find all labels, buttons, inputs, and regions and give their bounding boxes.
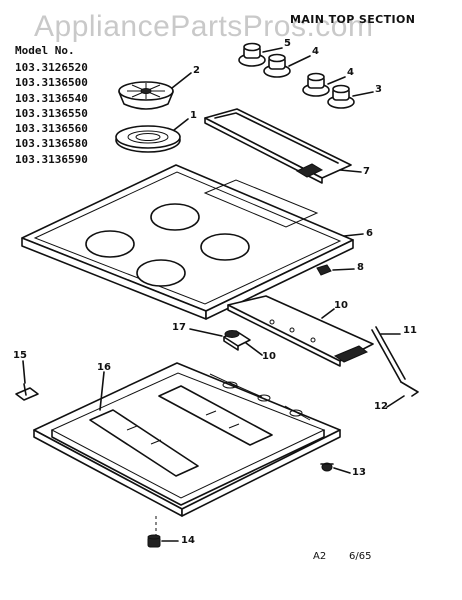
model-number: 103.3136560 — [15, 122, 88, 136]
section-title: MAIN TOP SECTION — [290, 13, 416, 26]
callout-5: 5 — [284, 38, 291, 49]
knob-part-3 — [327, 84, 355, 109]
callout-15: 15 — [13, 350, 27, 361]
clip-part-15 — [15, 383, 39, 401]
watermark: AppliancePartsPros.com — [34, 10, 374, 43]
clip-part-8 — [316, 264, 332, 276]
model-number: 103.3126520 — [15, 61, 88, 74]
model-number-list: 103.3126520 103.3136500 103.3136540 103.… — [15, 60, 88, 167]
burner-cap-part-2 — [118, 81, 174, 110]
callout-6: 6 — [366, 228, 373, 239]
burner-box-part-16 — [33, 362, 341, 517]
knob-part-4-lower — [302, 72, 330, 97]
knob-part-4-upper — [263, 53, 291, 78]
callout-14: 14 — [181, 535, 195, 546]
callout-4: 4 — [312, 46, 319, 57]
foot-part-14 — [147, 516, 161, 548]
model-number: 103.3136540 — [15, 91, 88, 105]
model-number: 103.3136550 — [15, 106, 88, 120]
model-number: 103.3136500 — [15, 76, 88, 90]
foot-part-13 — [320, 462, 334, 472]
callout-17: 17 — [172, 322, 186, 333]
callout-10: 10 — [334, 300, 348, 311]
model-number-heading: Model No. — [15, 44, 75, 57]
callout-10: 10 — [262, 351, 276, 362]
callout-12: 12 — [374, 401, 388, 412]
callout-2: 2 — [193, 65, 200, 76]
rod-part-11 — [371, 326, 419, 397]
page-reference: 6/65 — [349, 551, 372, 562]
drawing-code: A2 — [313, 551, 327, 562]
callout-11: 11 — [403, 325, 417, 336]
model-number: 103.3136590 — [15, 152, 88, 166]
cooktop-part-6 — [21, 164, 354, 320]
callout-3: 3 — [375, 84, 382, 95]
knob-part-5 — [238, 42, 266, 67]
control-panel-part-7 — [204, 108, 352, 184]
callout-16: 16 — [97, 362, 111, 373]
model-number: 103.3136580 — [15, 137, 88, 151]
burner-head-part-1 — [115, 125, 181, 153]
callout-4: 4 — [347, 67, 354, 78]
callout-13: 13 — [352, 467, 366, 478]
callout-1: 1 — [190, 110, 197, 121]
switch-part-17 — [223, 330, 251, 351]
callout-leaders — [22, 47, 405, 542]
bracket-part-10 — [227, 295, 374, 367]
callout-7: 7 — [363, 166, 370, 177]
callout-8: 8 — [357, 262, 364, 273]
